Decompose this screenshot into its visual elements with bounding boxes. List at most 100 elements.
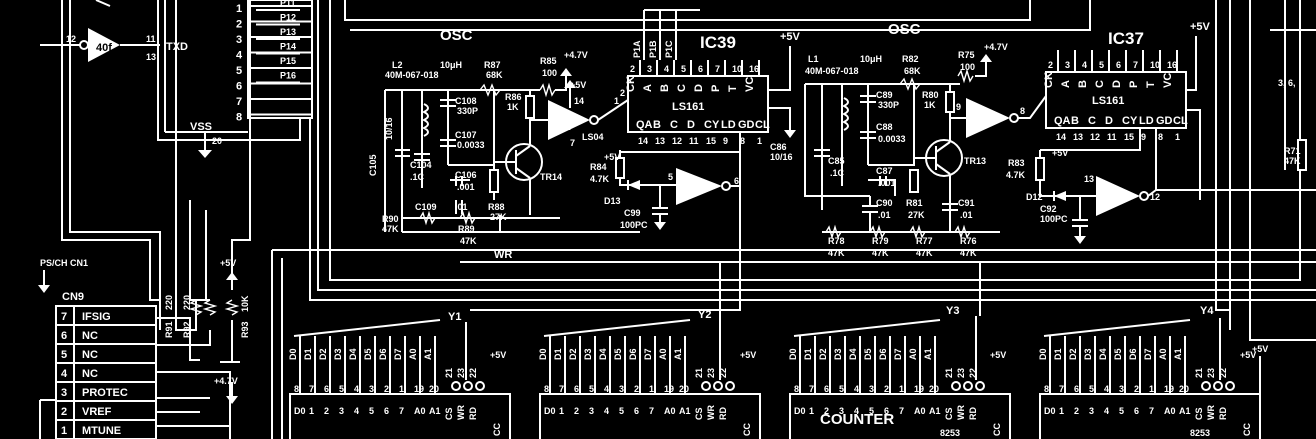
bottom-chip-body-label: 3: [589, 406, 594, 416]
ic37-bottom-label: GD: [1156, 115, 1173, 127]
bottom-chip-pin-num: 1: [649, 384, 654, 394]
txd-label: TXD: [166, 41, 188, 53]
ic39-pin-num: 7: [715, 64, 720, 74]
osc1-component-label: R85: [540, 56, 557, 66]
inverter-40f-out-pin1: 11: [146, 34, 156, 44]
r93-label: R93: [240, 321, 250, 338]
osc1-component-label: 1K: [507, 102, 519, 112]
cn9-pin-num: 5: [61, 349, 67, 361]
r92-label: R92: [182, 321, 192, 338]
osc2-component-label: TR13: [964, 156, 986, 166]
bottom-chip-ctrl-pin: [451, 381, 461, 391]
right-supply: +5V: [1252, 344, 1268, 354]
bottom-chip-body-label: 4: [354, 406, 359, 416]
bus-wr-label: WR: [494, 249, 512, 261]
bottom-chip-data-label: D2: [1068, 348, 1078, 360]
bottom-chip-data-label: D7: [393, 348, 403, 360]
bottom-chip-body-label: 5: [619, 406, 624, 416]
osc1-component-label: +4.7V: [564, 50, 588, 60]
bottom-chip-body-label: 2: [574, 406, 579, 416]
cn9-pin-label: PROTEC: [82, 387, 128, 399]
bottom-chip-body-label: 6: [884, 406, 889, 416]
ic37-pin-num: 4: [1082, 60, 1087, 70]
bottom-chip-data-label: D4: [848, 348, 858, 360]
bottom-chip-body-label: 1: [559, 406, 564, 416]
osc1-component-label: 4.7K: [590, 174, 610, 184]
osc2-component-label: 12: [1150, 192, 1160, 202]
bottom-chip-body-label: 3: [1089, 406, 1094, 416]
ic39-pin-label: B: [659, 84, 671, 92]
ic39-bottom-label: QA: [636, 119, 653, 131]
bottom-chip-ctrl-num: 23: [956, 368, 966, 378]
ic37-pin-label: B: [1077, 80, 1089, 88]
connector-pin-label: P11: [280, 0, 296, 8]
osc2-component-label: 40M-067-018: [805, 66, 859, 76]
osc1-component-label: LS04: [582, 132, 604, 142]
osc2-component-label: 10μH: [860, 54, 882, 64]
osc1-component-label: D13: [604, 196, 621, 206]
bottom-chip-pin-num: 7: [559, 384, 564, 394]
bottom-chip-ctrl-label: RD: [468, 407, 478, 420]
bottom-chip-data-label: A1: [673, 348, 683, 360]
connector-pin-num: 8: [236, 112, 242, 124]
ic39-pin-num: 5: [681, 64, 686, 74]
bottom-chip-data-label: D4: [598, 348, 608, 360]
osc2-component-label: 0.0033: [878, 134, 906, 144]
bottom-chip-bus: [793, 319, 941, 337]
bottom-chip-pin-num: 5: [339, 384, 344, 394]
osc1-component-label: 27K: [490, 212, 507, 222]
connector-pin-label: P12: [280, 13, 296, 23]
osc2-component-label: D12: [1026, 192, 1043, 202]
connector-pin-label: P15: [280, 56, 296, 66]
ic39-top-signal: P1A: [632, 40, 642, 58]
bottom-chip-data-label: D6: [1128, 348, 1138, 360]
bottom-chip-body-label: A1: [679, 406, 691, 416]
osc2-component-label: +5V: [1052, 148, 1068, 158]
bottom-chip-body: [1039, 393, 1261, 439]
osc1-plus5-lower: +5V: [604, 152, 620, 162]
ic37-pin-label: C: [1094, 80, 1106, 88]
bottom-chip-data-label: A1: [423, 348, 433, 360]
bottom-chip-data-label: D5: [613, 348, 623, 360]
ic39-pin-label: D: [693, 84, 705, 92]
bottom-chip-data-label: D5: [363, 348, 373, 360]
ic39-bottom-num: 9: [723, 136, 728, 146]
c105-label: C105: [368, 154, 378, 176]
bottom-chip-data-label: D3: [583, 348, 593, 360]
bottom-chip-ctrl-pin: [475, 381, 485, 391]
bottom-chip-body-label: A0: [1164, 406, 1176, 416]
counter-label: COUNTER: [820, 411, 894, 428]
osc1-component-label: 6: [734, 176, 739, 186]
osc2-component-label: R82: [902, 54, 919, 64]
ic39-bottom-num: 13: [655, 136, 665, 146]
bottom-chip-pin-num: 1: [899, 384, 904, 394]
osc2-component-label: R83: [1008, 158, 1025, 168]
bottom-chip-pin-num: 2: [384, 384, 389, 394]
osc1-component-label: 47K: [460, 236, 477, 246]
bottom-chip-pin-num: 3: [1119, 384, 1124, 394]
bottom-chip-pin-num: 6: [1074, 384, 1079, 394]
cn9-pin-num: 3: [61, 387, 67, 399]
bottom-chips: D08D0D171D262D353D444D535D626D717A019A0A…: [288, 319, 1268, 439]
inverter-40f-label: 40f: [96, 42, 112, 54]
resistor-row-name: R76: [960, 236, 977, 246]
bottom-chip-ctrl-pin: [963, 381, 973, 391]
bottom-chip-bus: [543, 319, 691, 337]
bottom-chip-data-label: D7: [1143, 348, 1153, 360]
osc1-component-label: 47K: [382, 224, 399, 234]
ic37-title: IC37: [1108, 29, 1144, 48]
ic39-top-signal: P1B: [648, 40, 658, 58]
bottom-chip-supply: +5V: [490, 350, 506, 360]
bottom-chip-pin-num: 3: [369, 384, 374, 394]
ic37-bottom-num: 9: [1141, 132, 1146, 142]
bus-wires: WR Y1 Y2 Y3 Y4: [448, 249, 1316, 380]
ic39-top-signal: P1C: [664, 40, 674, 58]
bottom-chip-pin-num: 19: [414, 384, 424, 394]
ic37-bottom-num: 13: [1073, 132, 1083, 142]
bottom-chip-pin-num: 20: [929, 384, 939, 394]
bottom-chip-ctrl-label: CS: [944, 407, 954, 420]
bottom-chip-body-label: 5: [369, 406, 374, 416]
bottom-chip-pin-num: 8: [544, 384, 549, 394]
